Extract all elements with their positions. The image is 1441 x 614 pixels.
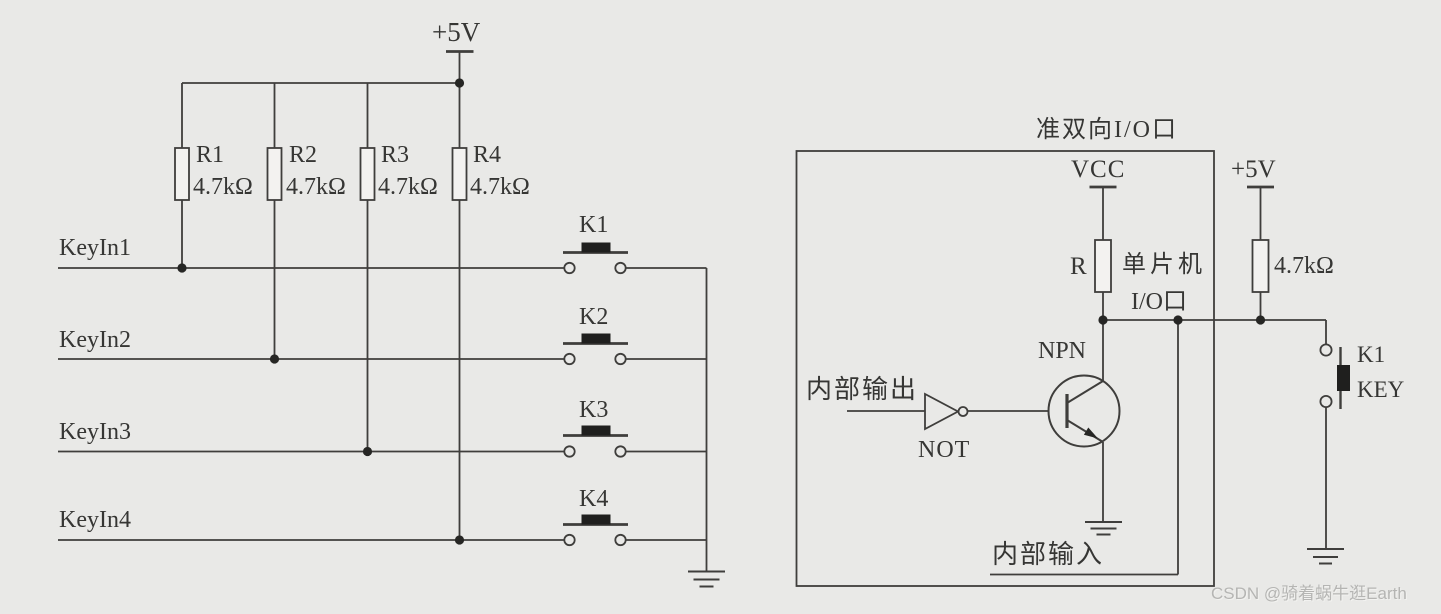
resistor-r1-value: 4.7kΩ bbox=[193, 174, 253, 200]
switch-k4-contact-left bbox=[563, 533, 576, 547]
junction-dot bbox=[269, 354, 280, 364]
internal-input-label: 内部输入 bbox=[992, 540, 1105, 569]
not-gate-triangle bbox=[924, 392, 960, 431]
switch-k2-cap bbox=[581, 333, 611, 344]
switch-k4-cap bbox=[581, 514, 611, 525]
ground-symbol-left bbox=[688, 570, 725, 588]
left-keypad-circuit bbox=[58, 50, 725, 588]
key-switch-contact-top bbox=[1319, 343, 1333, 357]
key-switch-symbol bbox=[1319, 343, 1350, 409]
quasi-bidirectional-io-circuit bbox=[795, 150, 1350, 587]
junction-dot bbox=[454, 535, 465, 545]
vcc-label: VCC bbox=[1071, 156, 1126, 183]
mcu-label: 单片机 bbox=[1122, 252, 1206, 278]
left-circuit-wires bbox=[58, 51, 708, 572]
switch-k3-label: K3 bbox=[579, 397, 609, 423]
npn-label: NPN bbox=[1038, 338, 1087, 364]
resistor-r4-symbol bbox=[451, 147, 468, 201]
switch-k2-label: K2 bbox=[579, 304, 609, 330]
resistor-r4-name: R4 bbox=[473, 142, 502, 168]
transistor-body bbox=[1047, 374, 1121, 448]
switch-k1-label: K1 bbox=[579, 212, 609, 238]
switch-k2-contact-right bbox=[614, 352, 627, 366]
key-name-label: K1 bbox=[1357, 342, 1386, 367]
switch-k1-contact-left bbox=[563, 261, 576, 275]
right-supply-label: +5V bbox=[1231, 156, 1276, 183]
junction-dot bbox=[1098, 315, 1108, 325]
junction-dot bbox=[177, 263, 187, 273]
switch-k4-label: K4 bbox=[579, 486, 609, 512]
resistor-r1-symbol bbox=[174, 147, 190, 201]
io-box-title: 准双向I/O口 bbox=[1036, 117, 1178, 143]
pullup-resistor-name: R bbox=[1070, 253, 1087, 280]
resistor-r-symbol bbox=[1094, 239, 1112, 293]
junction-dot bbox=[1255, 315, 1266, 325]
resistor-r2-symbol bbox=[266, 147, 283, 201]
emitter-arrow bbox=[1083, 427, 1098, 439]
switch-k3-contact-right bbox=[614, 445, 627, 458]
key-switch-cap bbox=[1337, 365, 1350, 391]
key-type-label: KEY bbox=[1357, 377, 1405, 402]
switch-k1-contact-right bbox=[614, 261, 627, 275]
resistor-r3-name: R3 bbox=[381, 142, 410, 168]
resistor-r1-name: R1 bbox=[196, 142, 225, 168]
key-switch-contact-bottom bbox=[1319, 394, 1333, 408]
external-resistor-value: 4.7kΩ bbox=[1274, 253, 1334, 279]
watermark: CSDN @骑着蜗牛逛Earth bbox=[1211, 584, 1407, 603]
supply-bar-and-switch-bars bbox=[446, 50, 628, 526]
left-supply-label: +5V bbox=[432, 17, 481, 47]
keyin3-label: KeyIn3 bbox=[59, 419, 131, 445]
not-gate-bubble bbox=[957, 406, 969, 417]
resistor-r4-value: 4.7kΩ bbox=[470, 174, 530, 200]
resistor-external-symbol bbox=[1251, 239, 1270, 293]
keyin1-label: KeyIn1 bbox=[59, 235, 131, 261]
io-port-box bbox=[795, 150, 1215, 587]
resistor-r2-value: 4.7kΩ bbox=[286, 174, 346, 200]
resistor-r3-symbol bbox=[359, 147, 376, 201]
port-label: I/O口 bbox=[1131, 289, 1187, 315]
ground-symbol-emitter bbox=[1085, 521, 1122, 536]
transistor-emitter bbox=[1066, 419, 1104, 443]
switch-k4-contact-right bbox=[614, 533, 627, 547]
junction-dot bbox=[362, 446, 373, 457]
resistor-r3-value: 4.7kΩ bbox=[378, 174, 438, 200]
ground-symbol-key bbox=[1307, 548, 1344, 565]
switch-k1-cap bbox=[581, 242, 611, 253]
right-circuit-wires bbox=[847, 187, 1327, 576]
transistor-collector bbox=[1066, 380, 1104, 404]
switch-k3-cap bbox=[581, 425, 611, 436]
resistor-r2-name: R2 bbox=[289, 142, 318, 168]
not-gate-symbol bbox=[924, 392, 969, 431]
internal-output-label: 内部输出 bbox=[806, 375, 919, 404]
switch-k2-contact-left bbox=[563, 352, 576, 366]
not-label: NOT bbox=[918, 437, 971, 463]
keyin2-label: KeyIn2 bbox=[59, 327, 131, 353]
keyin4-label: KeyIn4 bbox=[59, 507, 131, 533]
junction-dot bbox=[454, 78, 465, 88]
switch-k3-contact-left bbox=[563, 445, 576, 458]
junction-dot bbox=[1173, 315, 1183, 325]
npn-transistor-symbol bbox=[1047, 374, 1121, 448]
